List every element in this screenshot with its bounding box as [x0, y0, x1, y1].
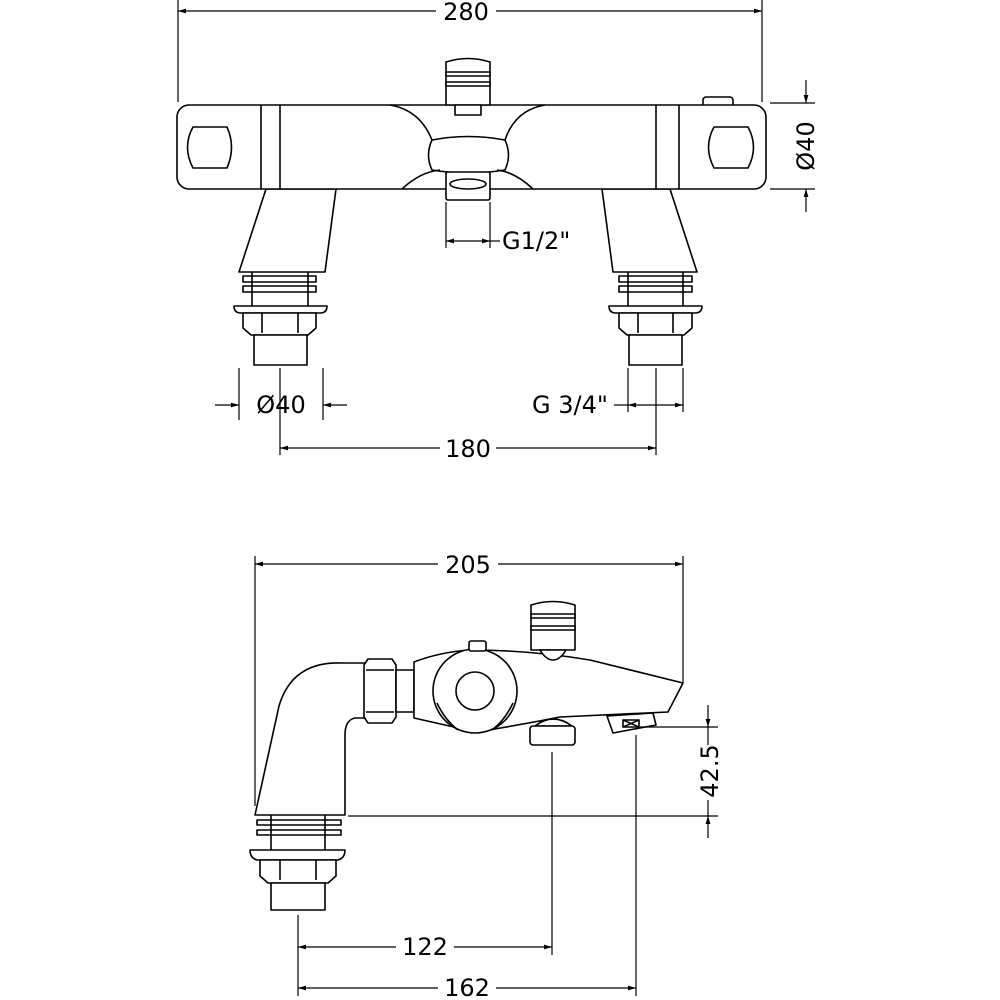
- side-view: 205: [249, 551, 724, 1000]
- dimension-42-5: 42.5: [640, 705, 724, 838]
- dimension-122: 122: [297, 752, 553, 996]
- dimension-label: 205: [445, 551, 491, 579]
- dimension-body-diameter: Ø40: [770, 80, 820, 212]
- dimension-label: G 3/4": [532, 391, 608, 419]
- dimension-label: 162: [444, 974, 490, 1000]
- dimension-180: 180: [279, 368, 657, 463]
- dimension-leg-diameter: Ø40: [215, 368, 347, 420]
- dimension-label: 122: [402, 933, 448, 961]
- dimension-205: 205: [254, 551, 684, 806]
- mixer-side: [249, 600, 684, 911]
- dimension-label: Ø40: [792, 121, 820, 170]
- dimension-label: 42.5: [696, 744, 724, 797]
- valve-body: [176, 57, 767, 201]
- dimension-label: 280: [443, 0, 489, 26]
- right-leg: [601, 188, 703, 366]
- dimension-280: 280: [177, 0, 763, 102]
- left-leg: [233, 188, 337, 366]
- dimension-g1-2: G1/2": [445, 202, 570, 255]
- dimension-label: Ø40: [256, 391, 305, 419]
- dimension-label: G1/2": [502, 227, 570, 255]
- dimension-g3-4: G 3/4": [532, 368, 684, 419]
- dimension-label: 180: [445, 435, 491, 463]
- top-view: 280: [176, 0, 820, 463]
- dimension-162: 162: [298, 735, 637, 1000]
